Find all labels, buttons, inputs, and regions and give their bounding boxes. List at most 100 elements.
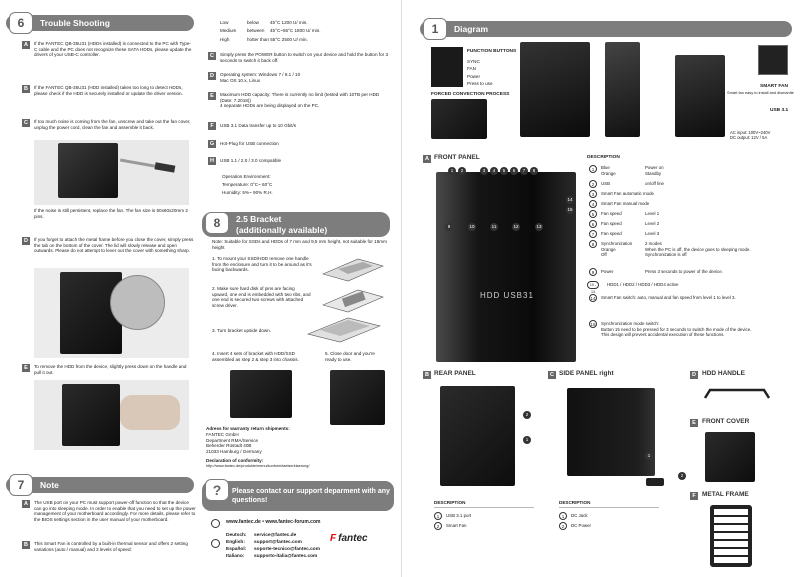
desc-value: on/off line xyxy=(645,181,664,186)
desc-value: Level 2 xyxy=(645,221,660,226)
contact-lang: Deutsch: xyxy=(226,533,247,538)
ts-a-text: If the FANTEC QB-35U31 (HDDs installed) … xyxy=(34,41,192,58)
fb-sync: SYNC xyxy=(467,59,480,64)
callout: 6 xyxy=(510,167,518,175)
fan-low-cond: below xyxy=(247,20,260,25)
fan-high-label: High xyxy=(220,37,230,42)
desc-num: 14 xyxy=(589,294,597,302)
callout: 2 xyxy=(458,167,466,175)
forced-convection-title: FORCED CONVECTION PROCESS xyxy=(431,92,510,97)
bracket-step-4: 4. Insert 4 sets of bracket with HDD/SSD… xyxy=(212,351,299,362)
desc-num: 7 xyxy=(589,230,597,238)
desc-num: 1 xyxy=(589,165,597,173)
section-6-header: 6 Trouble Shooting xyxy=(6,12,194,34)
fantec-logo: F fantec xyxy=(330,533,368,546)
rear-desc-divider xyxy=(434,507,534,508)
section-title: 2.5 Bracket xyxy=(236,214,282,224)
device-rear-photo xyxy=(675,55,725,137)
section-number: 7 xyxy=(9,474,33,496)
fan-photo xyxy=(58,143,118,198)
question-icon: ? xyxy=(205,479,229,501)
mid-d-text: Operating system: Windows 7 / 8.1 / 10 M… xyxy=(220,72,301,83)
callout: 5 xyxy=(500,167,508,175)
closed-door-photo xyxy=(330,370,385,425)
callout: 14 xyxy=(566,196,574,204)
rear-panel-letter: B xyxy=(423,371,431,379)
hdd-handle-title: HDD HANDLE xyxy=(702,370,745,377)
contact-lang: Español: xyxy=(226,547,247,552)
front-panel-photo xyxy=(436,172,576,362)
metal-frame-photo xyxy=(710,505,752,567)
front-panel-brand-label: HDD USB31 xyxy=(480,291,534,300)
hand-photo xyxy=(120,395,180,430)
desc-item: USB xyxy=(601,181,611,186)
ts-b-letter: B xyxy=(22,85,30,93)
contact-email[interactable]: support@fantec.com xyxy=(254,540,302,545)
env-temperature: Temperature: 0°C~ 60°C xyxy=(222,182,273,187)
globe-icon xyxy=(211,519,220,528)
desc-item: Blue Orange xyxy=(601,165,616,176)
ts-c-text: If too much noise is coming from the fan… xyxy=(34,119,191,130)
section-1-header: 1 Diagram xyxy=(420,18,792,40)
conformity-url[interactable]: http://www.fantec.de/produkte/menu/konfo… xyxy=(206,464,310,468)
callout: 1 xyxy=(448,167,456,175)
mid-h-text: USB 1.1 / 2.0 / 3.0 compatible xyxy=(220,158,282,163)
contact-email[interactable]: supporto-italia@fantec.com xyxy=(254,554,318,559)
mid-g-text: Hot-Plug for USB connection xyxy=(220,141,279,146)
side-desc-item: DC Jack xyxy=(571,513,588,518)
callout: 15 xyxy=(566,206,574,214)
convection-photo xyxy=(431,99,487,139)
desc-num: 4 xyxy=(589,200,597,208)
note-b-text: This Smart Fan is controlled by a built-… xyxy=(34,541,188,552)
desc-num: 15 xyxy=(589,320,597,328)
mid-g-letter: G xyxy=(208,140,216,148)
desc-item: Power xyxy=(601,269,614,274)
callout: 12 xyxy=(512,223,520,231)
desc-item: HDD1 / HDD2 / HDD3 / HDD4 active xyxy=(607,282,679,287)
desc-num: 2 xyxy=(589,180,597,188)
device-front-angle-photo xyxy=(520,42,590,137)
section-8-header: 8 2.5 Bracket (additionally available) xyxy=(202,212,390,237)
contact-email[interactable]: soporte-tecnico@fantec.com xyxy=(254,547,320,552)
web-links[interactable]: www.fantec.de • www.fantec-forum.com xyxy=(226,519,321,525)
desc-item: Fan speed xyxy=(601,211,622,216)
callout: 7 xyxy=(520,167,528,175)
note-a-text: The USB port on your PC must support pow… xyxy=(34,500,196,523)
fb-power: Power xyxy=(467,74,481,79)
screwdriver-icon xyxy=(119,158,176,173)
ts-a-letter: A xyxy=(22,41,30,49)
rear-desc-title: DESCRIPTION xyxy=(434,500,466,505)
noise-note: If the noise is still persistent, replac… xyxy=(34,208,188,219)
side-callout-1: 1 xyxy=(645,452,653,460)
callout: 10 xyxy=(468,223,476,231)
mid-c-letter: C xyxy=(208,52,216,60)
callout: 8 xyxy=(530,167,538,175)
desc-item: Fan speed xyxy=(601,221,622,226)
chassis-insert-photo xyxy=(230,370,292,418)
warranty-address: FANTEC GmbH Department RMA/Service Beher… xyxy=(206,432,262,455)
contact-email[interactable]: service@fantec.de xyxy=(254,533,297,538)
device-open-photo xyxy=(605,42,640,137)
fantec-logo-mark: F xyxy=(330,533,337,544)
metal-frame-title: METAL FRAME xyxy=(702,491,749,498)
rear-desc-item: USB 3.1 port xyxy=(446,513,472,518)
dc-plug-photo xyxy=(646,478,664,486)
ts-e-letter: E xyxy=(22,364,30,372)
section-title: Trouble Shooting xyxy=(40,18,110,28)
side-callout-2: 2 xyxy=(678,472,686,480)
contact-lang: Italiano: xyxy=(226,554,245,559)
front-panel-title: FRONT PANEL xyxy=(434,154,480,161)
rear-desc-item: Smart Fan xyxy=(446,523,467,528)
section-title: Note xyxy=(40,480,59,490)
spread-divider xyxy=(401,0,402,577)
ts-d-text: If you forget to attach the metal frame … xyxy=(34,237,194,254)
front-cover-photo xyxy=(705,432,755,482)
hdd-handle-photo xyxy=(703,388,771,399)
bracket-step-5: 5. Close door and you're ready to use. xyxy=(325,351,375,362)
note-b-letter: B xyxy=(22,541,30,549)
fan-high-cond: hotter than 55°C 2500 U/ min. xyxy=(247,37,308,42)
smart-fan-subtitle: Smart fan easy to install and dismantle xyxy=(727,90,794,95)
fb-fan: FAN xyxy=(467,66,476,71)
side-desc-num: 1 xyxy=(559,512,567,520)
side-desc-divider xyxy=(559,507,659,508)
